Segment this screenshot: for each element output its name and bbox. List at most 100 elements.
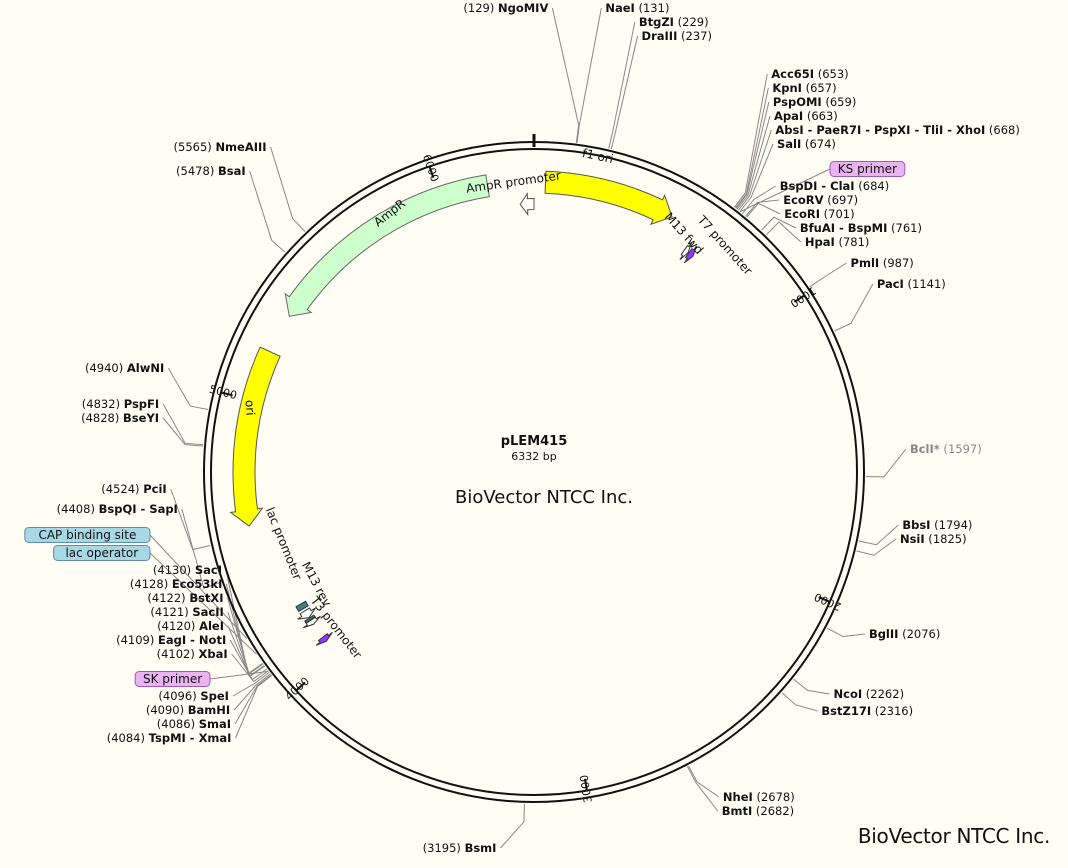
site-eco53ki[interactable]: (4128) Eco53kI [130, 577, 222, 591]
site-leader [745, 199, 780, 217]
site-paci[interactable]: PacI (1141) [877, 277, 946, 291]
site-position-close: ) [832, 81, 837, 95]
site-draiii[interactable]: DraIII (237) [642, 29, 712, 43]
site-alwni[interactable]: (4940) AlwNI [85, 361, 164, 375]
site-apai[interactable]: ApaI (663) [774, 109, 838, 123]
site-name: PspOMI [773, 95, 822, 109]
tag-leader [149, 552, 257, 655]
site-bcli[interactable]: BclI* (1597) [910, 442, 982, 456]
site-bspqi-sapi[interactable]: (4408) BspQI - SapI [57, 502, 178, 516]
tick-label: 2000 [812, 590, 843, 613]
site-leader [500, 803, 525, 849]
site-position-close: ) [936, 627, 941, 641]
tag-leader [209, 670, 269, 680]
site-bstz17i[interactable]: BstZ17I (2316) [821, 704, 913, 718]
site-hpai[interactable]: HpaI (781) [805, 235, 870, 249]
site-bstxi[interactable]: (4122) BstXI [147, 591, 223, 605]
site-bseyi[interactable]: (4828) BseYI [81, 411, 159, 425]
site-position-open: ( [157, 717, 162, 731]
site-bsai[interactable]: (5478) BsaI [176, 164, 246, 178]
tag-label: SK primer [143, 672, 202, 686]
site-position-close: ) [191, 619, 199, 633]
center-watermark: BioVector NTCC Inc. [455, 487, 633, 508]
site-name: AlwNI [127, 361, 164, 375]
site-position: 4940 [89, 361, 118, 375]
site-ngomiv[interactable]: (129) NgoMIV [463, 1, 548, 15]
site-position: 4828 [86, 411, 115, 425]
site-position: 987 [887, 256, 909, 270]
feature-tags: KS primer SK primer CAP binding site lac op… [24, 161, 906, 687]
site-tspmi-xmai[interactable]: (4084) TspMI - XmaI [107, 731, 232, 745]
site-ecorv[interactable]: EcoRV (697) [783, 193, 858, 207]
feature-ori [229, 346, 281, 527]
site-spei[interactable]: (4096) SpeI [158, 689, 229, 703]
site-position: 3195 [427, 841, 456, 855]
tag-cap-binding-site[interactable]: CAP binding site [24, 527, 151, 543]
site-saci[interactable]: (4130) SacI [153, 563, 222, 577]
site-kpni[interactable]: KpnI (657) [772, 81, 836, 95]
site-btgzi[interactable]: BtgZI (229) [639, 15, 709, 29]
tick-mark [793, 295, 805, 303]
site-name: BbsI [902, 518, 930, 532]
site-sacii[interactable]: (4121) SacII [150, 605, 223, 619]
site-naei[interactable]: NaeI (131) [605, 1, 669, 15]
site-pspfi[interactable]: (4832) PspFI [82, 397, 159, 411]
site-bbsi[interactable]: BbsI (1794) [902, 518, 972, 532]
site-position: 5565 [178, 140, 207, 154]
restriction-sites: (129) NgoMIV NaeI (131)BtgZI (229)DraIII … [57, 1, 1020, 855]
site-name: PciI [143, 482, 166, 496]
site-name: EcoRV [783, 193, 823, 207]
site-ncoi[interactable]: NcoI (2262) [834, 687, 905, 701]
site-xbai[interactable]: (4102) XbaI [157, 647, 228, 661]
tag-lac-operator[interactable]: lac operator [53, 545, 151, 561]
site-position-open: ( [879, 256, 887, 270]
tag-sk-primer[interactable]: SK primer [134, 671, 211, 687]
site-position: 4102 [161, 647, 190, 661]
site-sali[interactable]: SalI (674) [777, 137, 836, 151]
site-leader [865, 448, 907, 478]
site-position: 4109 [121, 633, 150, 647]
site-position-close: ) [790, 804, 795, 818]
site-position: 761 [896, 221, 918, 235]
site-name: NsiI [900, 532, 925, 546]
site-eagi-noti[interactable]: (4109) EagI - NotI [116, 633, 226, 647]
site-nmeaiii[interactable]: (5565) NmeAIII [174, 140, 267, 154]
site-position-close: ) [187, 563, 195, 577]
site-bamhi[interactable]: (4090) BamHI [146, 703, 230, 717]
site-bspdi-clai[interactable]: BspDI - ClaI (684) [780, 179, 889, 193]
site-position-open: ( [940, 442, 948, 456]
site-smai[interactable]: (4086) SmaI [157, 717, 231, 731]
site-position: 4524 [106, 482, 135, 496]
site-position: 1597 [948, 442, 977, 456]
site-acc65i[interactable]: Acc65I (653) [771, 67, 848, 81]
site-name: BamHI [188, 703, 230, 717]
site-pmli[interactable]: PmlI (987) [851, 256, 914, 270]
site-leader [162, 403, 204, 446]
site-position: 229 [682, 15, 704, 29]
site-name: HpaI [805, 235, 835, 249]
backbone [203, 134, 865, 803]
site-nsii[interactable]: NsiI (1825) [900, 532, 967, 546]
site-name: BseYI [123, 411, 159, 425]
site-name: BspQI - SapI [99, 502, 178, 516]
site-position-open: ( [803, 109, 811, 123]
site-bmti[interactable]: BmtI (2682) [722, 804, 794, 818]
site-bglii[interactable]: BglII (2076) [869, 627, 940, 641]
site-absi-paer7i-pspxi-tlii-xhoi[interactable]: AbsI - PaeR7I - PspXI - TliI - XhoI (668… [775, 123, 1020, 137]
backbone-inner-ring [210, 148, 858, 796]
site-alei[interactable]: (4120) AleI [157, 619, 224, 633]
site-bfuai-bspmi[interactable]: BfuAI - BspMI (761) [800, 221, 922, 235]
site-pcii[interactable]: (4524) PciI [101, 482, 166, 496]
site-position-open: ( [146, 703, 151, 717]
site-leader [746, 202, 781, 218]
site-ecori[interactable]: EcoRI (701) [784, 207, 854, 221]
site-bsmi[interactable]: (3195) BsmI [423, 841, 497, 855]
site-nhei[interactable]: NheI (2678) [723, 790, 795, 804]
site-position-close: ) [885, 179, 890, 193]
site-pspomi[interactable]: PspOMI (659) [773, 95, 856, 109]
site-position-open: ( [930, 518, 938, 532]
site-position-close: ) [181, 591, 189, 605]
tag-ks-primer[interactable]: KS primer [829, 161, 906, 177]
site-position: 131 [643, 1, 665, 15]
